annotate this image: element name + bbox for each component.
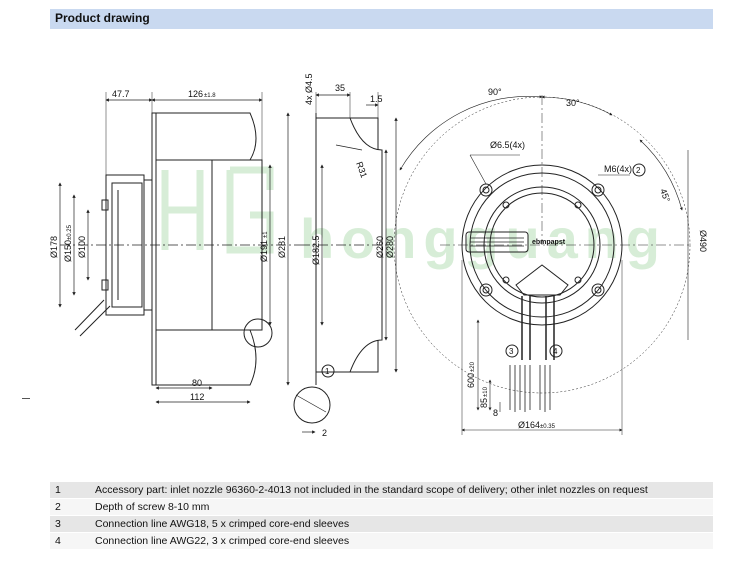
dim-d280: Ø280 [385,236,395,258]
watermark-logo-icon [161,166,274,254]
dim-d281: Ø281 [277,236,287,258]
dim-d150: Ø150 [63,240,73,262]
dim-85-tol: ±10 [483,386,489,397]
note-number: 4 [50,532,90,550]
dim-1-5: 1.5 [370,94,383,104]
note-number: 2 [50,498,90,516]
dim-85: 85 [479,398,489,408]
section-title: Product drawing [55,11,150,25]
note-text: Accessory part: inlet nozzle 96360-2-401… [90,482,713,499]
dim-8: 8 [493,408,498,418]
note-row: 2 Depth of screw 8-10 mm [50,498,713,516]
dim-m6: M6(4x) [604,164,632,174]
watermark: hongguang HG [161,166,660,270]
dim-d178: Ø178 [49,236,59,258]
note-text: Connection line AWG18, 5 x crimped core-… [90,515,713,533]
dim-d191-tol: ±1 [263,231,269,238]
dim-d150-tol: ±0.25 [67,224,73,240]
callout-2: 2 [636,166,641,175]
note-text: Connection line AWG22, 3 x crimped core-… [90,532,713,550]
dim-d490: Ø490 [698,230,708,252]
dim-d6-5: Ø6.5(4x) [490,140,525,150]
dim-126-tol: ±1.8 [204,93,216,99]
dim-d182-5: Ø182.5 [311,235,321,265]
notes-table: 1 Accessory part: inlet nozzle 96360-2-4… [50,482,713,550]
dim-80: 80 [192,378,202,388]
watermark-text: hongguang [300,207,660,270]
dim-112: 112 [190,392,204,402]
dim-47-7: 47.7 [112,89,130,99]
dim-45-deg: 45° [658,187,672,204]
note-number: 1 [50,482,90,499]
dim-600: 600 [466,373,476,388]
nozzle-view-dimensions: 4x Ø4.5 35 1.5 R31 Ø182.5 Ø260 Ø280 2 1 [304,73,395,438]
dim-30-deg: 30° [566,98,580,108]
dim-r31: R31 [354,160,369,179]
side-view [58,92,300,404]
note-row: 4 Connection line AWG22, 3 x crimped cor… [50,532,713,550]
dim-126: 126 [188,89,203,99]
dim-90-deg: 90° [488,87,502,97]
dim-2: 2 [322,428,327,438]
note-text: Depth of screw 8-10 mm [90,498,713,516]
dim-4x-d4-5: 4x Ø4.5 [304,73,314,105]
note-row: 3 Connection line AWG18, 5 x crimped cor… [50,515,713,533]
dim-d164: Ø164 [518,420,540,430]
front-view [393,95,691,435]
callout-1: 1 [325,367,330,376]
dim-d260: Ø260 [375,236,385,258]
nozzle-view [293,92,398,434]
front-view-dimensions: 90° 30° Ø6.5(4x) M6(4x) 2 45° Ø490 ebmpa… [466,87,708,430]
side-view-dimensions: 47.7 126 ±1.8 Ø178 Ø150 ±0.25 Ø100 Ø191 … [49,89,287,402]
margin-mark [22,398,30,399]
product-drawing: hongguang HG [49,73,708,438]
note-row: 1 Accessory part: inlet nozzle 96360-2-4… [50,482,713,499]
dim-d164-tol: ±0.35 [540,424,556,430]
section-header: Product drawing [50,9,713,29]
callout-3: 3 [509,347,514,356]
note-number: 3 [50,515,90,533]
dim-600-tol: ±20 [470,361,476,372]
dim-35: 35 [335,83,345,93]
callout-4: 4 [553,347,558,356]
dim-d191: Ø191 [259,240,269,262]
brand-label: ebmpapst [532,239,566,246]
dim-d100: Ø100 [77,236,87,258]
